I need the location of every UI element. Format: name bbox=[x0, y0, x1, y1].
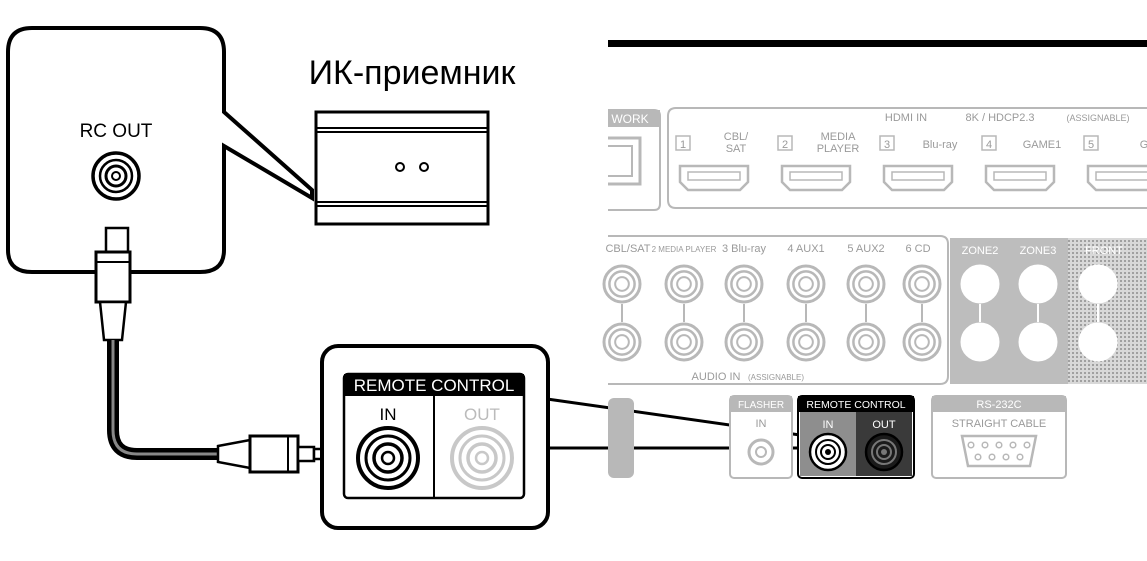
hdmi-port-number: 4 bbox=[986, 139, 992, 151]
db9-pin bbox=[995, 441, 1003, 449]
rs232c-port: RS-232C STRAIGHT CABLE bbox=[931, 395, 1067, 479]
hdmi-connector bbox=[1086, 164, 1147, 192]
zone-label: ZONE3 bbox=[1020, 245, 1057, 257]
network-label: WORK bbox=[611, 112, 648, 126]
source-device: RC OUT bbox=[6, 26, 314, 274]
hdmi-in-label: HDMI IN bbox=[885, 112, 927, 124]
audio-jack-bottom bbox=[902, 322, 942, 362]
audio-jack-top bbox=[602, 264, 642, 304]
db9-pin bbox=[1009, 441, 1017, 449]
hdmi-connector bbox=[678, 164, 750, 192]
flasher-port: FLASHER IN bbox=[729, 395, 793, 479]
audio-jack-bottom bbox=[846, 322, 886, 362]
ir-receiver bbox=[314, 110, 490, 226]
audio-jack-top bbox=[902, 264, 942, 304]
hdmi-port-label: G bbox=[1140, 139, 1147, 151]
audio-jack-top bbox=[846, 264, 886, 304]
hdmi-port-label: PLAYER bbox=[817, 143, 860, 155]
zone-jack-top bbox=[1018, 264, 1058, 304]
zoom-in-label: IN bbox=[380, 405, 397, 424]
audio-input-label: CBL/SAT bbox=[605, 243, 650, 255]
db9-pin bbox=[981, 441, 989, 449]
rc-out-jack-panel bbox=[864, 432, 904, 472]
db9-pin bbox=[1023, 441, 1031, 449]
zoom-out-label: OUT bbox=[464, 405, 500, 424]
audio-input-label: 6 CD bbox=[905, 243, 930, 255]
hdmi-port-3: 3 Blu-ray bbox=[879, 135, 958, 192]
hdmi-spec-label: 8K / HDCP2.3 bbox=[965, 112, 1034, 124]
hdmi-port-number: 3 bbox=[884, 139, 890, 151]
audio-input-label: 5 AUX2 bbox=[847, 243, 884, 255]
zone-jack-bottom bbox=[1018, 322, 1058, 362]
audio-jack-bottom bbox=[786, 322, 826, 362]
cable bbox=[94, 226, 336, 474]
audio-jack-top bbox=[786, 264, 826, 304]
hdmi-port-1: 1 CBL/SAT bbox=[675, 131, 750, 192]
remote-control-label: REMOTE CONTROL bbox=[806, 399, 905, 411]
audio-jack-bottom bbox=[724, 322, 764, 362]
zone-preouts: ZONE2 ZONE3 FRONT bbox=[950, 238, 1147, 384]
rc-in-jack bbox=[808, 432, 848, 472]
rc-in-label: IN bbox=[823, 419, 834, 431]
zone-jack-top bbox=[960, 264, 1000, 304]
audio-jack-top bbox=[724, 264, 764, 304]
rs232c-sub-label: STRAIGHT CABLE bbox=[952, 418, 1047, 430]
audio-in-assignable: (ASSIGNABLE) bbox=[748, 373, 804, 382]
zone-label: FRONT bbox=[1085, 245, 1123, 257]
audio-in-label: AUDIO IN bbox=[692, 371, 741, 383]
hdmi-port-number: 5 bbox=[1088, 139, 1094, 151]
zone-jack-bottom bbox=[1078, 322, 1118, 362]
ir-sensor-dot bbox=[419, 162, 429, 172]
hdmi-port-label: MEDIA bbox=[821, 131, 857, 143]
hdmi-section: HDMI IN 8K / HDCP2.3 (ASSIGNABLE) 1 CBL/S… bbox=[667, 107, 1147, 209]
partial-port-block bbox=[608, 398, 634, 478]
db9-pin bbox=[967, 441, 975, 449]
rc-out-label: RC OUT bbox=[80, 121, 153, 142]
ir-receiver-title: ИК-приемник bbox=[309, 54, 517, 92]
db9-pin bbox=[1002, 453, 1010, 461]
hdmi-port-label: CBL/ bbox=[724, 131, 749, 143]
rc-out-jack bbox=[91, 151, 141, 201]
hdmi-port-number: 2 bbox=[782, 139, 788, 151]
zoom-out-jack bbox=[450, 426, 514, 490]
hdmi-port-number: 1 bbox=[680, 139, 686, 151]
rear-panel: WORK HDMI IN 8K / HDCP2.3 (ASSIGNABLE) 1… bbox=[602, 40, 1147, 479]
zoom-header: REMOTE CONTROL bbox=[354, 376, 515, 395]
hdmi-port-label: GAME1 bbox=[1023, 139, 1062, 151]
hdmi-port-label: Blu-ray bbox=[923, 139, 958, 151]
db9-pin bbox=[988, 453, 996, 461]
audio-input-label: 3 Blu-ray bbox=[722, 243, 767, 255]
audio-jack-bottom bbox=[602, 322, 642, 362]
zoom-in-jack bbox=[356, 426, 420, 490]
db9-pin bbox=[1016, 453, 1024, 461]
hdmi-connector bbox=[984, 164, 1056, 192]
audio-jack-bottom bbox=[664, 322, 704, 362]
remote-control-port: REMOTE CONTROL IN OUT bbox=[797, 395, 915, 479]
zone-jack-bottom bbox=[960, 322, 1000, 362]
hdmi-assignable-label: (ASSIGNABLE) bbox=[1066, 113, 1129, 123]
rc-out-port-label: OUT bbox=[872, 419, 896, 431]
rs232c-label: RS-232C bbox=[976, 399, 1021, 411]
ir-sensor-dot bbox=[395, 162, 405, 172]
audio-jack-top bbox=[664, 264, 704, 304]
hdmi-connector bbox=[780, 164, 852, 192]
network-port: WORK bbox=[608, 109, 661, 211]
flasher-label: FLASHER bbox=[738, 400, 784, 411]
hdmi-port-4: 4 GAME1 bbox=[981, 135, 1062, 192]
panel-top-edge bbox=[608, 40, 1147, 47]
remote-control-zoom: REMOTE CONTROL IN OUT bbox=[320, 344, 550, 530]
audio-input-label: 2 MEDIA PLAYER bbox=[652, 245, 717, 254]
zone-jack-top bbox=[1078, 264, 1118, 304]
hdmi-connector bbox=[882, 164, 954, 192]
flasher-in-label: IN bbox=[756, 418, 767, 430]
zone-label: ZONE2 bbox=[962, 245, 999, 257]
hdmi-port-label: SAT bbox=[726, 143, 747, 155]
audio-input-label: 4 AUX1 bbox=[787, 243, 824, 255]
db9-pin bbox=[974, 453, 982, 461]
